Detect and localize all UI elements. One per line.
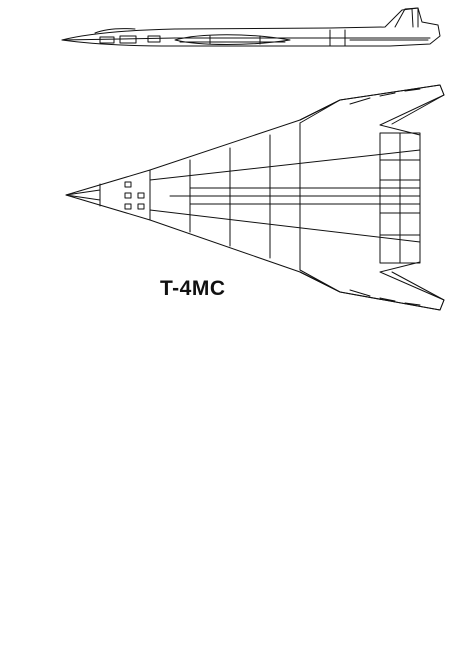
plan-top-longitudinals [150, 150, 420, 242]
plan-top-wing-upper [300, 85, 444, 124]
plan-top-nose-tip [66, 190, 100, 200]
side-equipment [120, 36, 136, 43]
plan-top-window [125, 182, 131, 187]
plan-top-wing-lower [300, 270, 444, 310]
aircraft-designation-title: T-4MC [160, 277, 226, 300]
plan-top-window [138, 193, 144, 198]
side-intake-fairing [175, 35, 290, 45]
plan-top-window [125, 193, 131, 198]
plan-top-window [138, 204, 144, 209]
plan-view-top [66, 85, 444, 310]
plan-top-window [125, 204, 131, 209]
side-view-top [62, 8, 440, 46]
side-fuselage-outline [62, 8, 440, 46]
side-fin [395, 8, 418, 27]
side-landing-door [330, 30, 345, 46]
side-equipment [148, 36, 160, 42]
plan-top-delta-outline [66, 85, 444, 310]
side-engine-lines [180, 36, 285, 44]
plan-top-engine-divisions [380, 133, 420, 263]
side-fin-rudder [412, 9, 413, 27]
side-equipment [100, 37, 114, 43]
side-canopy [95, 29, 135, 33]
